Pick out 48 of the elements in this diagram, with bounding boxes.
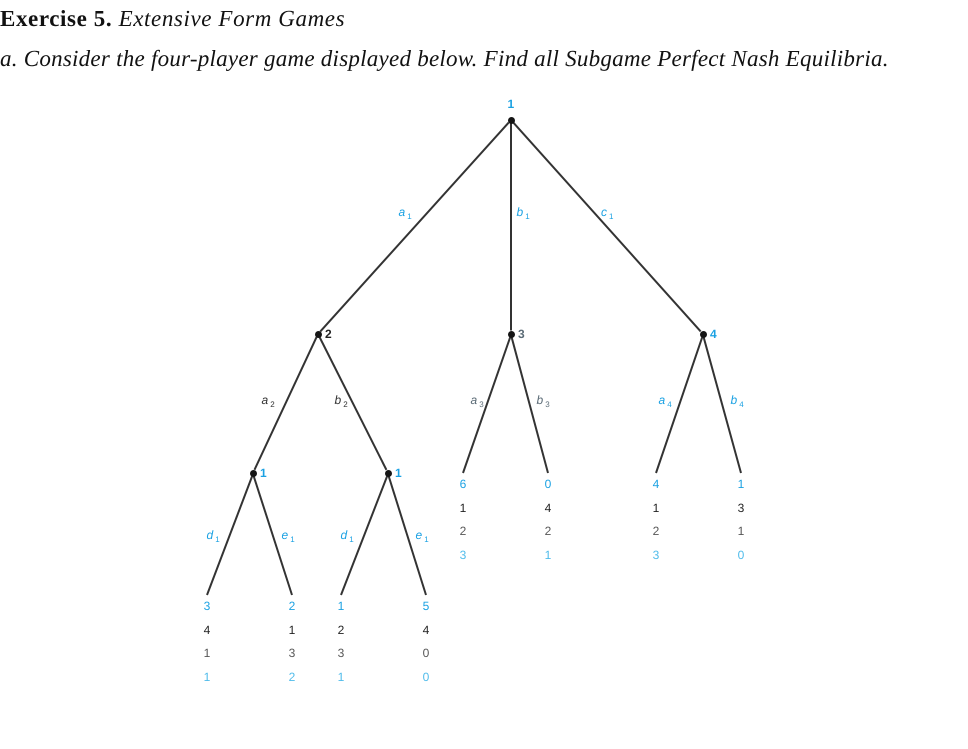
branch-line	[510, 337, 549, 474]
edge-label: e$_{1}$	[416, 527, 429, 543]
edge-label: d$_{1}$	[340, 527, 354, 543]
branch-line	[320, 122, 510, 332]
player-label: 3	[518, 327, 525, 341]
edge-label: b$_{1}$	[516, 204, 530, 220]
payoff-vector: 1 3 1 0	[734, 473, 748, 567]
edge-label: a$_{2}$	[262, 392, 275, 408]
question-text: a. Consider the four-player game displayed below. Find all Subgame Perfect Nash Equilibria.	[0, 45, 889, 73]
edge-label: e$_{1}$	[282, 527, 295, 543]
branch-line	[254, 336, 318, 470]
payoff-vector: 4 1 2 3	[649, 473, 663, 567]
edge-label: c$_{1}$	[601, 204, 614, 220]
payoff-vector: 1 2 3 1	[334, 595, 348, 689]
edge-label: a$_{4}$	[658, 392, 672, 408]
edge-label: a$_{1}$	[398, 204, 412, 220]
decision-node	[700, 330, 706, 338]
branch-line	[318, 336, 388, 470]
decision-node	[508, 116, 514, 124]
edge-label: b$_{2}$	[334, 392, 348, 408]
branch-line	[512, 122, 702, 332]
edge-label: a$_{3}$	[470, 392, 484, 408]
decision-node	[314, 330, 322, 338]
exercise-title: Exercise 5. Extensive Form Games	[0, 5, 346, 33]
player-label: 1	[508, 97, 514, 111]
decision-node	[384, 470, 392, 476]
payoff-vector: 6 1 2 3	[456, 473, 470, 567]
player-label: 1	[395, 466, 402, 480]
payoff-vector: 2 1 3 2	[285, 595, 299, 689]
player-label: 4	[710, 327, 717, 341]
payoff-vector: 0 4 2 1	[541, 473, 555, 567]
decision-node	[508, 330, 514, 338]
branch-line	[462, 337, 512, 474]
branch-line	[655, 337, 704, 474]
decision-node	[250, 470, 256, 476]
payoff-vector: 3 4 1 1	[200, 595, 214, 689]
branch-line	[340, 476, 388, 596]
player-label: 2	[325, 327, 332, 341]
edge-label: d$_{1}$	[206, 527, 220, 543]
branch-line	[388, 476, 427, 596]
player-label: 1	[260, 466, 267, 480]
payoff-vector: 5 4 0 0	[419, 595, 433, 689]
branch-line	[206, 476, 254, 596]
edge-label: b$_{3}$	[536, 392, 550, 408]
branch-line	[702, 337, 742, 474]
branch-line	[252, 476, 293, 596]
branch-line	[510, 124, 512, 330]
edge-label: b$_{4}$	[730, 392, 744, 408]
